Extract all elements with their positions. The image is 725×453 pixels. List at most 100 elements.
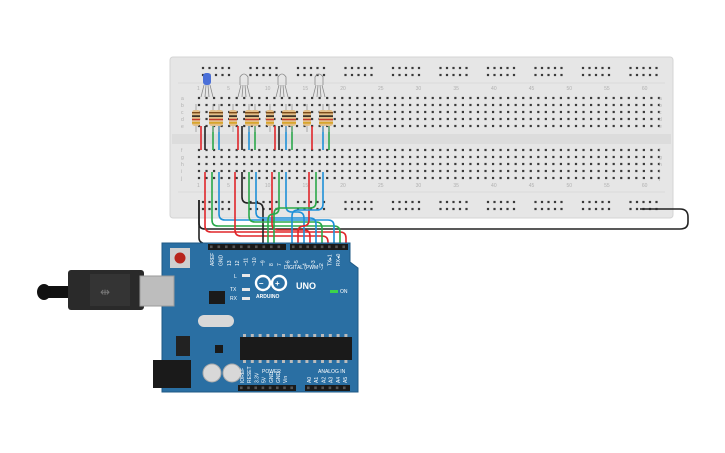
rgb-led[interactable]: [200, 73, 214, 98]
arduino-jumper-wire[interactable]: [291, 172, 324, 246]
breadboard-hole: [559, 162, 563, 166]
arduino-jumper-wire[interactable]: [204, 172, 347, 246]
resistor[interactable]: [266, 104, 274, 132]
pin-label: A3: [329, 377, 335, 383]
breadboard-hole: [514, 96, 517, 100]
arduino-uno[interactable]: ⇹ – + ARDUINO UNO DIGI: [37, 242, 359, 393]
rgb-led[interactable]: [275, 73, 289, 98]
resistor[interactable]: [192, 104, 200, 132]
chip-pin: [258, 360, 262, 363]
breadboard-hole: [484, 176, 487, 180]
breadboard-hole: [235, 124, 238, 128]
breadboard-hole: [544, 103, 547, 107]
breadboard-hole: [401, 96, 404, 100]
breadboard-hole: [522, 96, 525, 100]
pin-label: A0: [307, 377, 313, 383]
row-letter: b: [181, 103, 184, 109]
breadboard-hole: [416, 148, 419, 152]
rail-hole: [350, 207, 354, 211]
resistor-band: [251, 112, 259, 114]
arduino-jumper-wire[interactable]: [234, 172, 329, 246]
rail-hole: [465, 207, 468, 211]
rail-hole: [648, 66, 652, 70]
breadboard-hole: [348, 148, 351, 152]
rail-hole: [506, 207, 509, 211]
resistor[interactable]: [325, 104, 333, 132]
breadboard-hole: [416, 169, 419, 173]
arduino-jumper-wire[interactable]: [273, 172, 317, 246]
breadboard-hole: [499, 169, 502, 173]
rgb-leds[interactable]: [200, 73, 326, 98]
tx-led: [242, 288, 250, 291]
breadboard-hole: [205, 117, 208, 121]
resistors[interactable]: [192, 104, 333, 132]
breadboard-hole: [582, 162, 585, 166]
resistor[interactable]: [303, 104, 311, 132]
breadboard-hole: [280, 96, 284, 100]
arduino-jumper-wire[interactable]: [248, 172, 323, 246]
rail-hole: [296, 66, 300, 70]
rail-hole: [506, 66, 509, 70]
resistor[interactable]: [288, 104, 296, 132]
usb-icon: ⇹: [100, 285, 110, 299]
resistor-band: [288, 118, 296, 121]
row-letter: b: [659, 103, 662, 109]
breadboard-hole: [469, 103, 472, 107]
breadboard-hole: [431, 117, 434, 121]
rail-hole: [547, 66, 550, 70]
breadboard-hole: [220, 148, 223, 152]
breadboard-hole: [642, 148, 645, 152]
breadboard-hole: [491, 124, 495, 128]
rail-hole: [316, 200, 319, 204]
arduino-jumper-wire[interactable]: [255, 172, 317, 246]
resistor-band: [251, 118, 259, 121]
rail-hole: [588, 66, 591, 70]
rgb-led[interactable]: [237, 73, 251, 98]
breadboard-hole: [620, 124, 623, 128]
chip-pin: [250, 360, 254, 363]
breadboard-hole: [326, 169, 329, 173]
breadboard-hole: [597, 103, 600, 107]
column-number: 50: [566, 86, 572, 92]
breadboard-hole: [295, 103, 299, 107]
resistor-band: [303, 115, 311, 117]
capacitor-2: [222, 363, 242, 383]
svg-text:–: –: [259, 279, 264, 288]
breadboard-hole: [212, 169, 216, 173]
breadboard-hole: [295, 110, 299, 114]
breadboard-hole: [612, 124, 615, 128]
arduino-jumper-wire[interactable]: [211, 172, 341, 246]
resistor-band: [215, 115, 223, 117]
reset-button[interactable]: [174, 252, 186, 264]
resistor[interactable]: [215, 104, 223, 132]
breadboard-hole: [635, 169, 638, 173]
row-letter: d: [659, 117, 662, 123]
breadboard-hole: [235, 148, 238, 152]
breadboard-hole: [499, 96, 502, 100]
breadboard-hole: [371, 96, 374, 100]
arduino-jumper-wire[interactable]: [297, 172, 310, 246]
resistor[interactable]: [251, 104, 259, 132]
led-label-tx: TX: [230, 287, 237, 293]
breadboard-hole: [318, 155, 321, 159]
breadboard-hole: [605, 169, 608, 173]
breadboard-hole: [235, 162, 238, 166]
arduino-jumper-wire[interactable]: [271, 172, 311, 246]
rgb-led[interactable]: [312, 73, 326, 98]
arduino-jumper-wire[interactable]: [218, 172, 335, 246]
ground-loop-wire[interactable]: [198, 200, 689, 230]
breadboard-hole: [469, 110, 472, 114]
resistor[interactable]: [229, 104, 237, 132]
pin-label: ~6: [286, 260, 292, 266]
column-number: 20: [340, 183, 346, 189]
breadboard-hole: [371, 155, 374, 159]
column-number: 10: [265, 183, 271, 189]
breadboard-hole: [439, 155, 442, 159]
arduino-jumper-wire[interactable]: [241, 172, 264, 246]
breadboard-hole: [318, 169, 321, 173]
breadboard-hole: [378, 110, 382, 114]
breadboard-hole: [642, 155, 645, 159]
breadboard-hole: [295, 162, 299, 166]
breadboard-hole: [409, 117, 412, 121]
